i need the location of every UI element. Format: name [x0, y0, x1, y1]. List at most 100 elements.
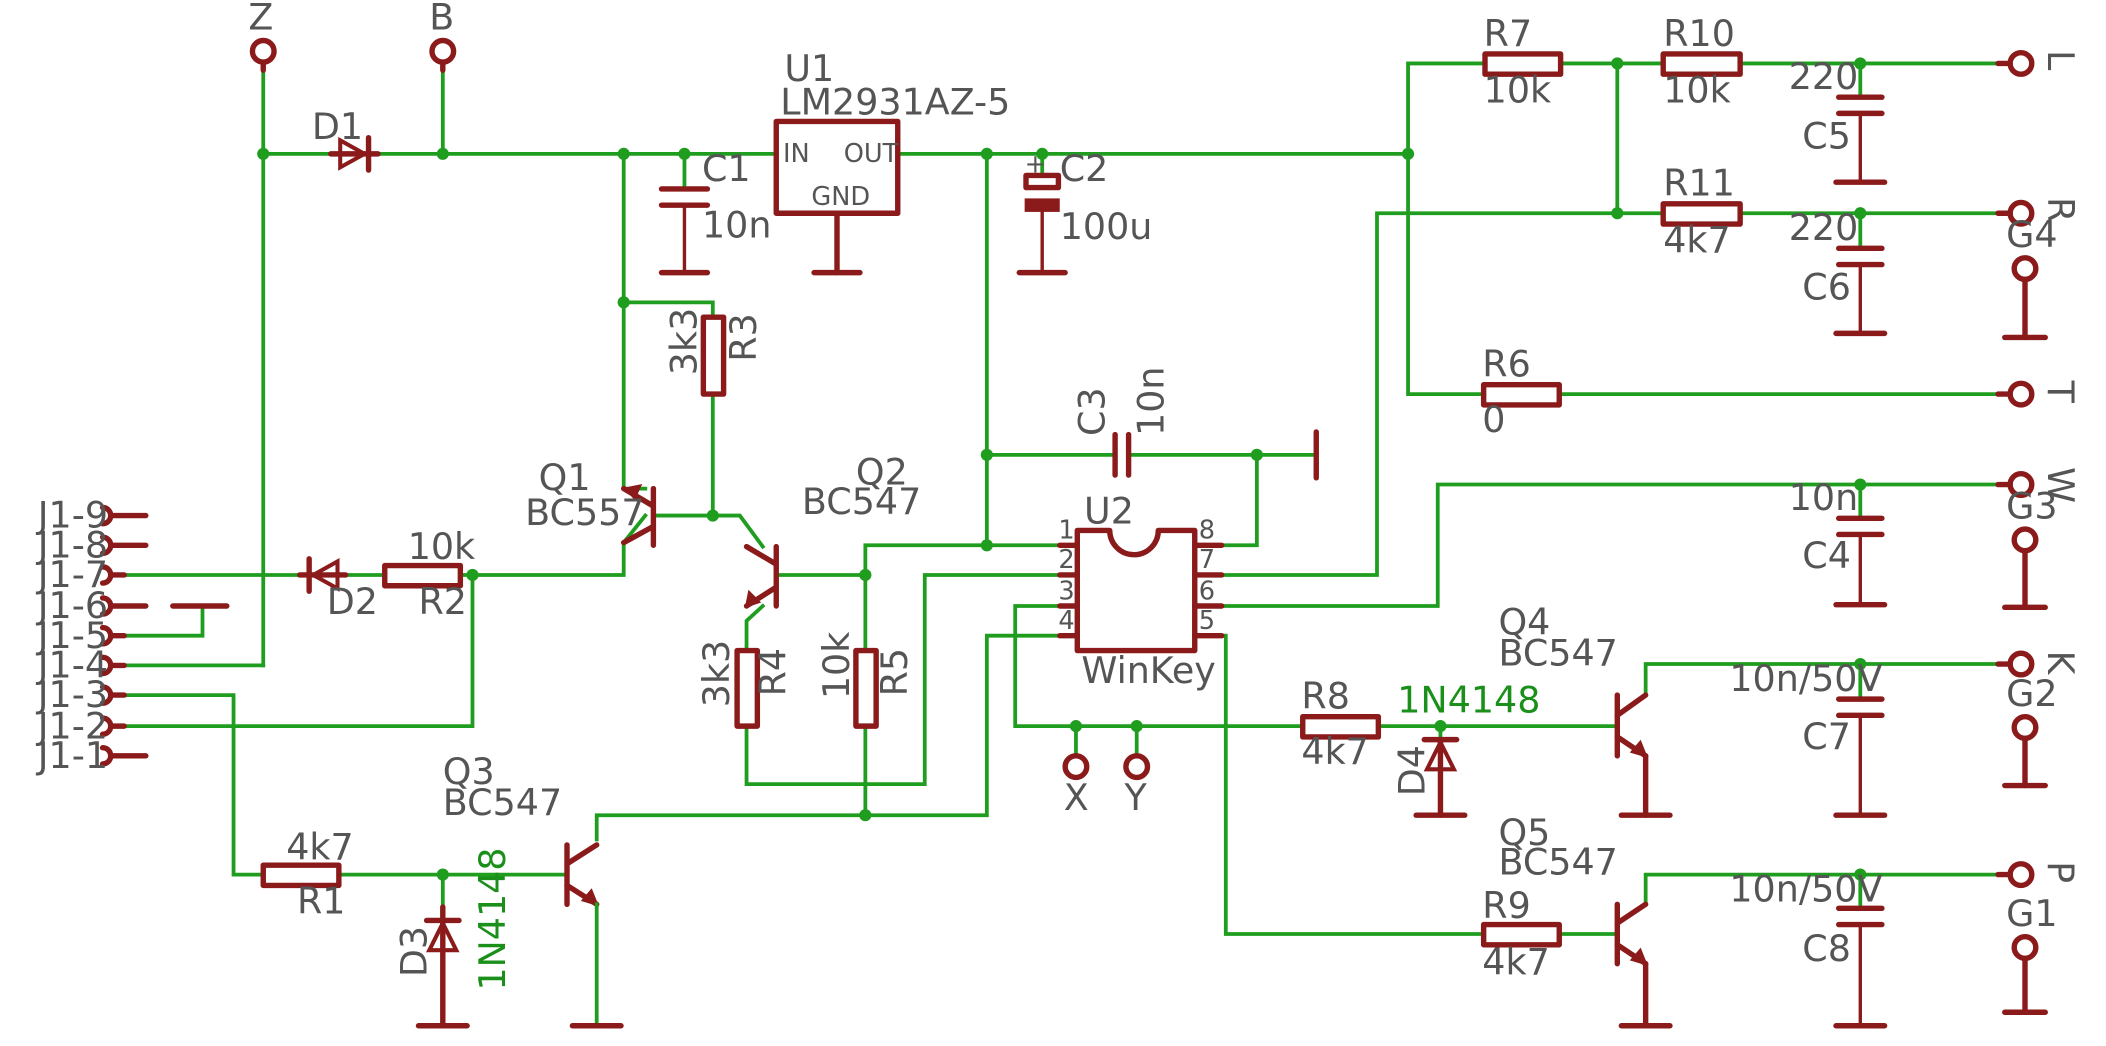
pad-x: X: [1062, 753, 1090, 819]
u2-pin: 4: [1058, 606, 1074, 636]
diode-d4: D4 1N4148: [1390, 679, 1540, 818]
r7-ref: R7: [1484, 12, 1533, 55]
ic-u2-winkey: 1 2 3 4 5 6 7 8 U2 WinKey: [1057, 490, 1225, 692]
transistor-q3: Q3 BC547: [443, 750, 624, 1029]
r9-value: 4k7: [1482, 940, 1549, 983]
r3-value: 3k3: [663, 308, 706, 375]
diode-d2: D2: [297, 556, 378, 623]
header-pin: J1-2: [36, 704, 127, 747]
port-w: W: [1995, 467, 2082, 503]
c2-value: 100u: [1060, 205, 1153, 248]
c3-value: 10n: [1130, 366, 1173, 435]
pad-b-label: B: [429, 0, 454, 39]
c8-ref: C8: [1802, 927, 1851, 970]
r1-value: 4k7: [286, 826, 353, 869]
header-pin: J1-7: [36, 553, 127, 596]
pad-z: Z: [248, 0, 277, 73]
u2-pin: 1: [1058, 516, 1074, 546]
c1-value: 10n: [702, 204, 771, 247]
r1-ref: R1: [297, 880, 346, 923]
port-w-label: W: [2039, 467, 2082, 503]
port-t-label: T: [2039, 380, 2082, 404]
q4-part: BC547: [1499, 631, 1618, 674]
q2-ref: Q2: [856, 451, 908, 494]
r4-value: 3k3: [695, 640, 738, 707]
capacitor-c5: 220 C5: [1789, 55, 1888, 185]
r8-ref: R8: [1301, 675, 1350, 718]
u2-pin: 2: [1058, 545, 1074, 575]
header-j1: J1-9 J1-8 J1-7 J1-6 J1-5 J1-4 J1-3 J1-2 …: [36, 494, 230, 777]
ground-pad-g3-label: G3: [2006, 484, 2057, 527]
capacitor-c4: 10n C4: [1789, 476, 1888, 608]
resistor-r4: 3k3 R4: [695, 640, 795, 729]
capacitor-c8: 10n/50V C8: [1729, 868, 1888, 1029]
r3-ref: R3: [722, 313, 765, 362]
diode-d1: D1: [312, 105, 381, 173]
header-pin-label: J1-3: [36, 673, 108, 716]
header-pin-label: J1-1: [36, 734, 108, 777]
r2-value: 10k: [408, 525, 475, 568]
c1-ref: C1: [702, 147, 751, 190]
d2-ref: D2: [327, 580, 378, 623]
resistor-r11: R11 4k7: [1660, 162, 1743, 261]
resistor-r3: 3k3 R3: [663, 308, 765, 397]
port-l: L: [1995, 49, 2082, 77]
header-pin: J1-9: [36, 494, 149, 537]
q3-ref: Q3: [443, 750, 495, 793]
r5-ref: R5: [873, 648, 916, 697]
junctions: [257, 57, 1867, 881]
ground-pad-g4-label: G4: [2006, 213, 2057, 256]
u1-pin-gnd: GND: [811, 182, 870, 212]
wires: [122, 61, 2000, 936]
port-k-label: K: [2039, 651, 2082, 676]
resistor-r10: R10 10k: [1660, 12, 1743, 112]
u2-pin: 3: [1058, 576, 1074, 606]
header-pin: J1-1: [36, 734, 149, 777]
capacitor-c1: C1 10n: [658, 147, 771, 276]
pad-y: Y: [1123, 753, 1151, 819]
port-l-label: L: [2039, 50, 2082, 71]
port-p: P: [1995, 861, 2082, 889]
resistor-r8: R8 4k7: [1300, 675, 1382, 773]
resistor-r6: R6 0: [1480, 343, 1562, 441]
header-pin-label: J1-4: [36, 644, 108, 687]
c3-ref: C3: [1070, 387, 1113, 436]
ground-pad-g3: G3: [2002, 484, 2058, 611]
d3-ref: D3: [393, 926, 436, 977]
port-p-label: P: [2039, 861, 2082, 883]
d4-part: 1N4148: [1397, 679, 1540, 722]
u1-part: LM2931AZ-5: [780, 81, 1010, 124]
u2-pin: 7: [1199, 545, 1215, 575]
r11-ref: R11: [1663, 162, 1735, 205]
header-pin-label: J1-8: [36, 523, 108, 566]
c7-value: 10n/50V: [1729, 657, 1882, 700]
ground-pad-g2-label: G2: [2006, 672, 2057, 715]
u2-pin: 6: [1199, 576, 1215, 606]
r6-value: 0: [1482, 398, 1505, 441]
q5-part: BC547: [1499, 841, 1618, 884]
q5-ref: Q5: [1499, 811, 1551, 854]
capacitor-c2: + C2 100u: [1016, 147, 1153, 276]
c8-value: 10n/50V: [1729, 868, 1882, 911]
transistor-q5: Q5 BC547: [1499, 811, 1673, 1029]
transistor-q1: Q1 BC557: [525, 456, 657, 548]
c5-value: 220: [1789, 55, 1859, 98]
c6-ref: C6: [1802, 266, 1851, 309]
ground-pad-g2: G2: [2002, 672, 2058, 789]
r11-value: 4k7: [1663, 218, 1730, 261]
header-pin: J1-6: [36, 584, 149, 627]
header-pin: J1-3: [36, 673, 127, 716]
header-pin-label: J1-2: [36, 704, 108, 747]
d1-ref: D1: [312, 105, 363, 148]
pad-b: B: [429, 0, 457, 73]
r7-value: 10k: [1484, 69, 1551, 112]
resistor-r9: R9 4k7: [1480, 884, 1562, 983]
c4-value: 10n: [1789, 476, 1858, 519]
u2-pin: 8: [1199, 516, 1215, 546]
u1-pin-out: OUT: [844, 139, 899, 169]
transistor-q4: Q4 BC547: [1499, 600, 1673, 818]
u2-ref: U2: [1084, 490, 1134, 533]
resistor-r7: R7 10k: [1482, 12, 1564, 112]
r2-ref: R2: [419, 580, 468, 623]
r8-value: 4k7: [1301, 730, 1368, 773]
